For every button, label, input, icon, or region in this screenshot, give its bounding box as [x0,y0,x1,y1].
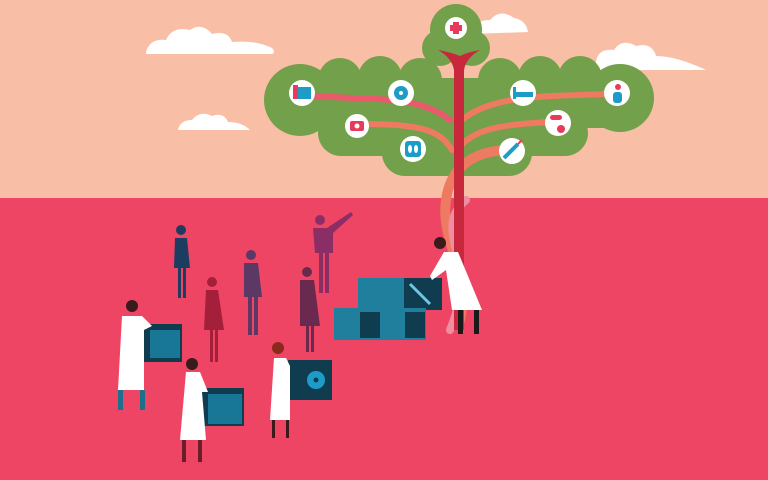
doctor-figure [270,342,290,438]
hospital-icon [289,80,315,106]
syringe-icon [499,138,525,164]
doctor-figure [430,237,482,334]
crowd [174,212,353,362]
person-woman [204,277,224,362]
clouds [146,13,706,130]
hospital-bed-icon [510,80,536,106]
radiation-cube [288,360,332,400]
cloud [596,42,706,70]
lungs-xray-icon [400,136,426,162]
doctor-figure [180,358,208,462]
person-woman [300,267,320,352]
xray-cube [200,388,244,426]
xray-cube [358,278,442,310]
xray-cube [334,308,426,340]
first-aid-kit-icon [345,114,369,138]
radiation-icon [388,80,414,106]
cubes [142,278,442,426]
cloud [146,26,274,54]
medical-cross-icon [445,17,467,39]
tree-trunk [438,50,480,330]
xray-cube [142,324,182,362]
tree-icons [289,17,630,164]
doctors [118,237,482,462]
doctor-figure [118,300,152,410]
person-standing [174,225,190,298]
cloud [470,13,528,35]
doctor-icon [604,80,630,106]
cloud [178,113,250,130]
person-pointing [313,212,353,293]
pills-icon [545,110,571,136]
person-standing [244,250,262,335]
